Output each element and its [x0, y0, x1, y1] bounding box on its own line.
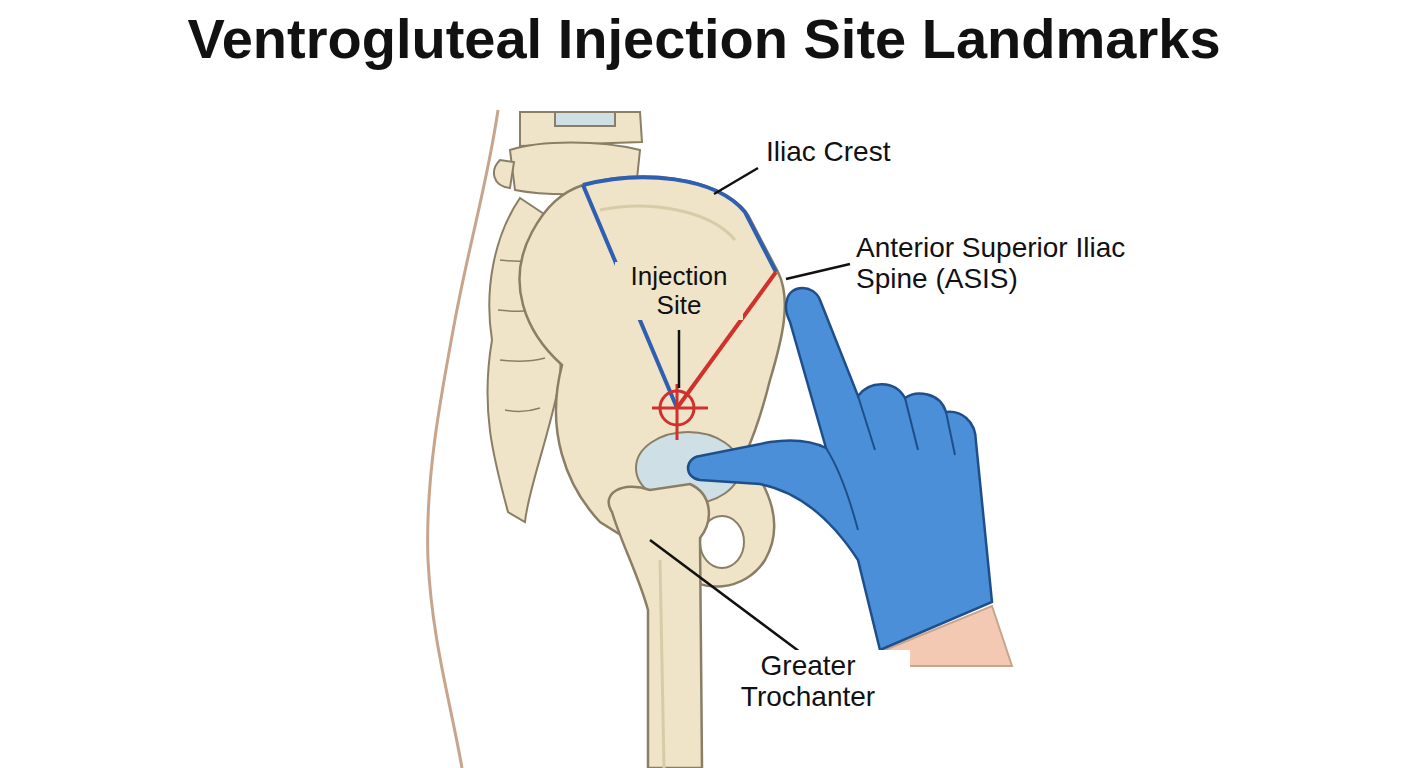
gloved-hand	[688, 288, 992, 650]
part-label: Injection Site	[615, 262, 743, 320]
femur-shading	[660, 560, 664, 768]
leader-lines	[650, 168, 850, 652]
bone-shading	[600, 206, 735, 240]
femur	[609, 484, 709, 768]
part-label: Iliac Crest	[766, 136, 1006, 167]
part-label: Greater Trochanter	[706, 650, 910, 713]
diagram-title: Ventrogluteal Injection Site Landmarks	[0, 6, 1408, 71]
body-outline	[428, 110, 498, 768]
injection-crosshair	[652, 384, 708, 440]
part-label: Anterior Superior Iliac Spine (ASIS)	[856, 232, 1141, 295]
glove-creases	[826, 396, 955, 530]
